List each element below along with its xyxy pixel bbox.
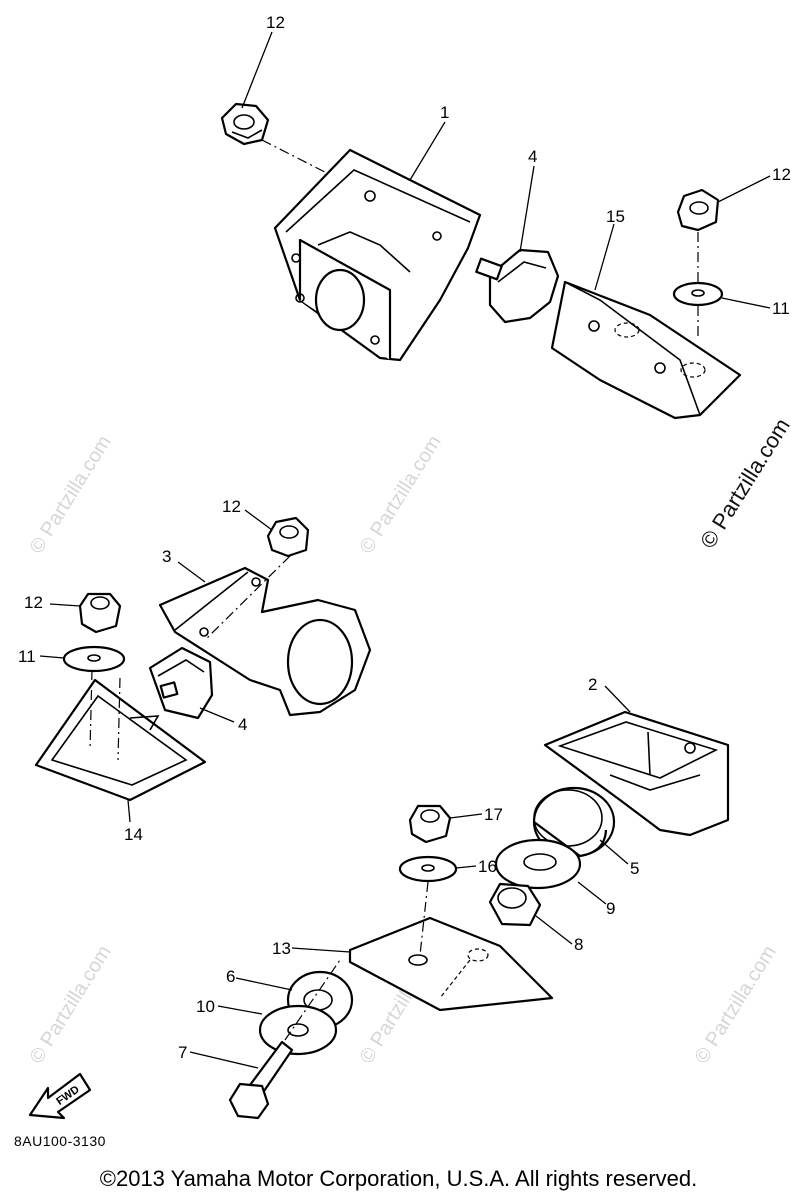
part-17-nut[interactable] [408, 804, 452, 844]
callout-15: 15 [606, 207, 625, 226]
leader-lines [39, 31, 771, 1069]
part-4-damper-middle[interactable] [148, 646, 214, 720]
part-16-washer[interactable] [398, 855, 458, 883]
part-13-bracket[interactable] [348, 916, 554, 1012]
part-12-nut-top[interactable] [220, 102, 270, 146]
callout-4: 4 [528, 147, 537, 166]
callout-11: 11 [772, 299, 790, 318]
watermark: © Partzilla.com [691, 942, 781, 1068]
callout-13: 13 [272, 939, 291, 958]
watermark: © Partzilla.com [26, 432, 116, 558]
part-11-washer-right[interactable] [672, 281, 724, 307]
callout-3: 3 [162, 547, 171, 566]
callout-2: 2 [588, 675, 597, 694]
callout-17: 17 [484, 805, 503, 824]
callout-12: 12 [222, 497, 241, 516]
part-2-bracket[interactable] [543, 710, 730, 837]
callout-labels: 12 1 4 15 12 11 12 3 12 11 4 14 2 17 16 … [18, 13, 791, 1062]
part-10-washer[interactable] [258, 1004, 338, 1056]
part-12-nut-right[interactable] [676, 188, 720, 232]
callout-5: 5 [630, 859, 639, 878]
callout-12: 12 [266, 13, 285, 32]
callout-16: 16 [478, 857, 497, 876]
watermark-side: © Partzilla.com [695, 414, 795, 553]
callout-12: 12 [24, 593, 43, 612]
part-5-rubber[interactable] [532, 786, 616, 858]
part-9-washer[interactable] [494, 838, 582, 890]
copyright-notice: ©2013 Yamaha Motor Corporation, U.S.A. A… [99, 1166, 698, 1191]
fwd-arrow-icon: FWD [28, 1072, 92, 1120]
callout-6: 6 [226, 967, 235, 986]
callout-11: 11 [18, 647, 36, 666]
callout-4: 4 [238, 715, 247, 734]
part-3-bracket[interactable] [158, 566, 372, 717]
part-12-nut-left[interactable] [78, 592, 122, 634]
part-4-damper-top[interactable] [475, 248, 560, 324]
watermark: © Partzilla.com [356, 432, 446, 558]
part-12-nut-middle[interactable] [266, 516, 310, 558]
callout-8: 8 [574, 935, 583, 954]
callout-12: 12 [772, 165, 791, 184]
part-15-bracket[interactable] [550, 280, 742, 420]
part-1-bracket[interactable] [273, 148, 482, 362]
callout-9: 9 [606, 899, 615, 918]
callout-10: 10 [196, 997, 215, 1016]
diagram-code: 8AU100-3130 [14, 1133, 106, 1149]
part-7-bolt[interactable] [228, 1040, 294, 1120]
part-14-bracket[interactable] [34, 678, 207, 802]
part-8-collar[interactable] [488, 882, 542, 927]
part-11-washer-left[interactable] [62, 645, 126, 673]
callout-14: 14 [124, 825, 143, 844]
callout-1: 1 [440, 103, 449, 122]
callout-7: 7 [178, 1043, 187, 1062]
watermark: © Partzilla.com [26, 942, 116, 1068]
